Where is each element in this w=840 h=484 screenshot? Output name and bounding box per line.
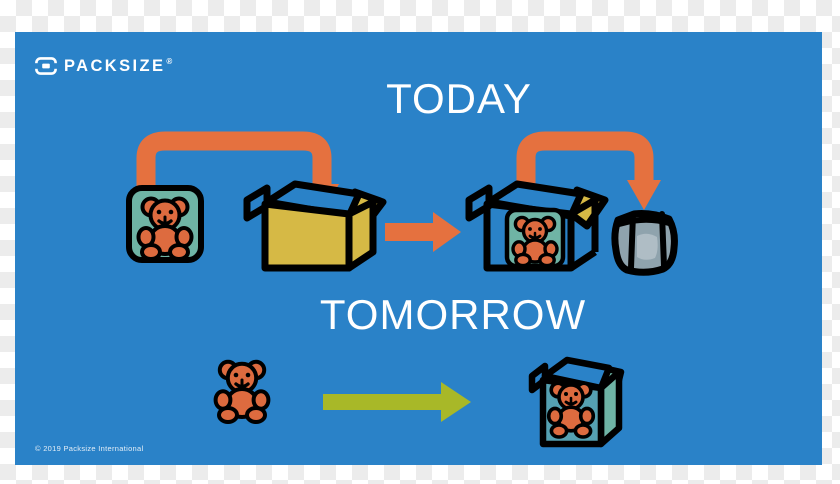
brand-logo[interactable]: PACKSIZE® — [35, 55, 175, 77]
heading-today: TODAY — [386, 75, 532, 122]
curved-arrow-packed-to-voidfill — [516, 131, 661, 220]
straight-arrow-bear-to-box — [323, 382, 471, 422]
void-fill-waste — [611, 210, 678, 276]
diagram-row-today — [15, 120, 822, 280]
carton-with-product-and-gap — [465, 180, 609, 272]
right-sized-box-with-product — [528, 356, 625, 448]
product-teddy-bear — [213, 359, 271, 424]
teddy-bear-icon — [504, 207, 566, 269]
open-cardboard-box-icon — [243, 180, 387, 272]
right-sized-box-with-teddy-bear-icon — [528, 356, 625, 448]
teddy-bear-icon — [136, 196, 194, 261]
trademark-symbol: ® — [166, 57, 175, 67]
teddy-bear-icon — [546, 381, 596, 439]
packsize-box-mark-icon — [35, 57, 57, 75]
crumpled-void-fill-icon — [611, 210, 678, 276]
teddy-bear-icon — [213, 359, 271, 424]
brand-wordmark: PACKSIZE® — [64, 56, 175, 75]
diagram-row-tomorrow — [15, 332, 822, 465]
oversized-empty-carton — [243, 180, 387, 272]
copyright-notice: © 2019 Packsize International — [35, 444, 144, 453]
slide-panel: PACKSIZE® TODAY — [15, 32, 822, 465]
heading-tomorrow: TOMORROW — [319, 291, 587, 338]
product-teddy-bear-on-backing — [126, 185, 204, 263]
open-box-with-teddy-bear-icon — [465, 180, 609, 272]
straight-arrow-carton-to-packed — [385, 212, 461, 252]
